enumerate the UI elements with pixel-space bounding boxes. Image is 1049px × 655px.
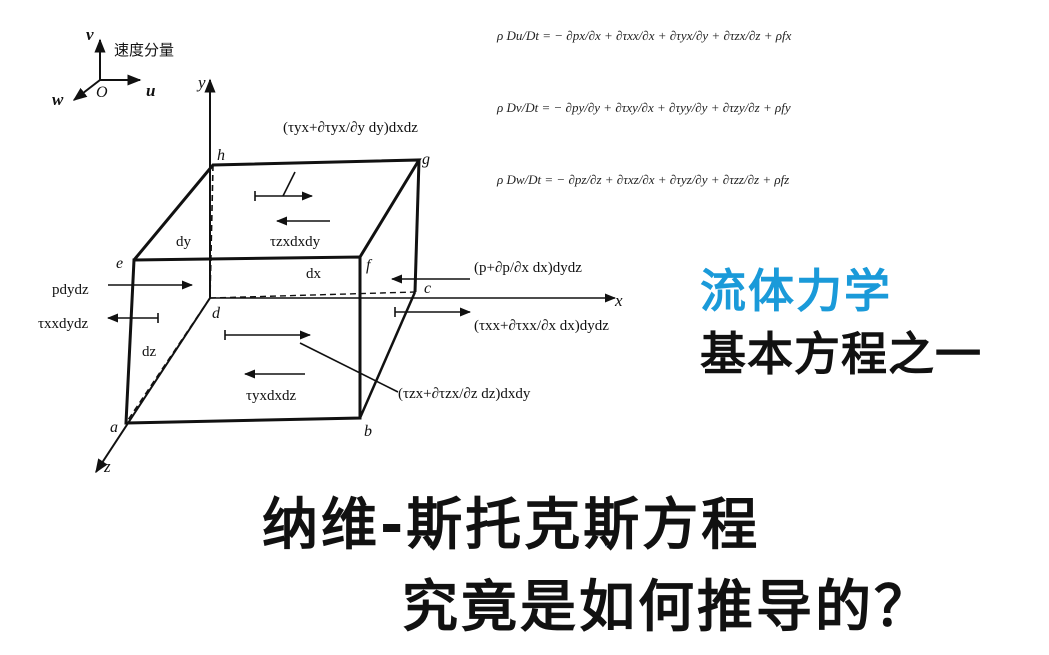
velocity-axes: v u w O 速度分量 [52, 25, 174, 109]
equation-z-momentum: ρ Dw/Dt = − ∂pz/∂z + ∂τxz/∂x + ∂τyz/∂y +… [497, 172, 790, 187]
axis-u-label: u [146, 81, 155, 100]
force-tau-zx-front: (τzx+∂τzx/∂z dz)dxdy [398, 386, 531, 402]
force-tau-zx-top: τzxdxdy [270, 234, 321, 250]
dim-dy: dy [176, 234, 192, 250]
force-tau-xx-left: τxxdydz [38, 316, 89, 332]
vertex-a: a [110, 419, 118, 436]
force-top-shear: (τyx+∂τyx/∂y dy)dxdz [283, 120, 418, 136]
origin-label: O [96, 84, 108, 101]
force-tau-yx-bottom: τyxdxdz [246, 388, 297, 404]
force-arrows [106, 171, 472, 393]
velocity-caption: 速度分量 [114, 41, 174, 59]
axis-w-label: w [52, 90, 64, 109]
subject-tag: 流体力学 [700, 264, 892, 318]
control-volume-cube [124, 158, 422, 425]
vertex-h: h [217, 147, 225, 164]
axis-x-label: x [614, 291, 623, 310]
vertex-e: e [116, 255, 123, 272]
vertex-c: c [424, 280, 431, 297]
dimension-labels: dy dx dz [142, 234, 322, 360]
subject-subtitle: 基本方程之一 [700, 327, 982, 381]
axis-v-label: v [86, 25, 94, 44]
equation-x-momentum: ρ Du/Dt = − ∂px/∂x + ∂τxx/∂x + ∂τyx/∂y +… [497, 28, 792, 43]
vertex-f: f [366, 257, 373, 274]
force-p-left: pdydz [52, 282, 89, 298]
axis-y-label: y [196, 73, 206, 92]
force-p-right: (p+∂p/∂x dx)dydz [474, 260, 582, 276]
main-title: 纳维-斯托克斯方程 [262, 493, 761, 558]
equation-y-momentum: ρ Dv/Dt = − ∂py/∂y + ∂τxy/∂x + ∂τyy/∂y +… [497, 100, 791, 115]
vertex-g: g [422, 151, 430, 168]
force-labels: (τyx+∂τyx/∂y dy)dxdz τzxdxdy pdydz τxxdy… [38, 120, 609, 404]
dim-dz: dz [142, 344, 157, 360]
dim-dx: dx [306, 266, 322, 282]
axis-z-label: z [103, 457, 111, 476]
main-title-question: 究竟是如何推导的？ [402, 575, 933, 640]
vertex-labels: a b c d e f g h [110, 147, 431, 440]
force-tau-xx-right: (τxx+∂τxx/∂x dx)dydz [474, 318, 609, 334]
vertex-d: d [212, 305, 221, 322]
vertex-b: b [364, 423, 372, 440]
